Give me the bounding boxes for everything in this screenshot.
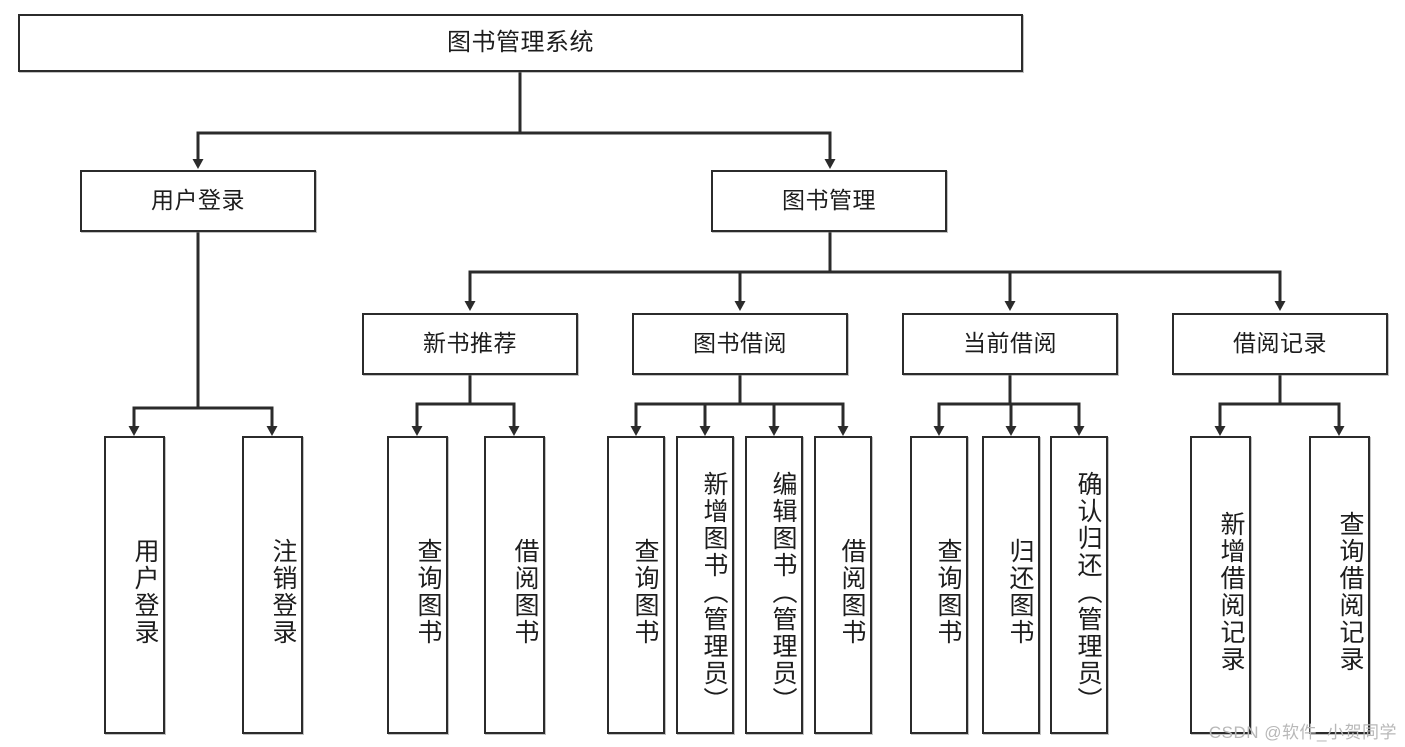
node-leaf-query-book-1[interactable]: 查询图书 (387, 436, 448, 734)
node-leaf-query-book-3[interactable]: 查询图书 (910, 436, 968, 734)
node-leaf-borrow-book-1-label: 借阅图书 (511, 538, 539, 646)
node-borrow-record[interactable]: 借阅记录 (1172, 313, 1388, 375)
node-root[interactable]: 图书管理系统 (18, 14, 1023, 72)
node-leaf-add-record-label: 新增借阅记录 (1217, 511, 1245, 673)
node-leaf-confirm-return[interactable]: 确认归还（管理员） (1050, 436, 1108, 734)
watermark: CSDN @软件_小贺同学 (1208, 723, 1397, 742)
node-new-book-rec-label: 新书推荐 (423, 330, 517, 357)
node-leaf-query-book-2-label: 查询图书 (631, 538, 659, 646)
node-leaf-add-book-label: 新增图书（管理员） (700, 470, 728, 714)
node-leaf-query-book-1-label: 查询图书 (414, 538, 442, 646)
node-leaf-query-book-2[interactable]: 查询图书 (607, 436, 665, 734)
node-leaf-return-book-label: 归还图书 (1006, 538, 1034, 646)
node-user-login[interactable]: 用户登录 (80, 170, 316, 232)
node-new-book-rec[interactable]: 新书推荐 (362, 313, 578, 375)
node-current-borrow-label: 当前借阅 (963, 330, 1057, 357)
node-leaf-confirm-return-label: 确认归还（管理员） (1074, 470, 1102, 714)
node-book-borrow-label: 图书借阅 (693, 330, 787, 357)
node-leaf-borrow-book-1[interactable]: 借阅图书 (484, 436, 545, 734)
node-user-login-label: 用户登录 (151, 187, 245, 214)
node-leaf-user-login[interactable]: 用户登录 (104, 436, 165, 734)
node-leaf-edit-book[interactable]: 编辑图书（管理员） (745, 436, 803, 734)
node-book-borrow[interactable]: 图书借阅 (632, 313, 848, 375)
node-leaf-query-record[interactable]: 查询借阅记录 (1309, 436, 1370, 734)
node-leaf-borrow-book-2[interactable]: 借阅图书 (814, 436, 872, 734)
node-borrow-record-label: 借阅记录 (1233, 330, 1327, 357)
node-leaf-edit-book-label: 编辑图书（管理员） (769, 470, 797, 714)
node-leaf-query-record-label: 查询借阅记录 (1336, 511, 1364, 673)
node-leaf-add-record[interactable]: 新增借阅记录 (1190, 436, 1251, 734)
node-root-label: 图书管理系统 (447, 28, 594, 56)
node-leaf-user-login-label: 用户登录 (131, 538, 159, 646)
node-book-manage[interactable]: 图书管理 (711, 170, 947, 232)
node-leaf-query-book-3-label: 查询图书 (934, 538, 962, 646)
node-current-borrow[interactable]: 当前借阅 (902, 313, 1118, 375)
node-leaf-logout[interactable]: 注销登录 (242, 436, 303, 734)
node-leaf-return-book[interactable]: 归还图书 (982, 436, 1040, 734)
node-leaf-logout-label: 注销登录 (269, 538, 297, 646)
node-leaf-borrow-book-2-label: 借阅图书 (838, 538, 866, 646)
node-book-manage-label: 图书管理 (782, 187, 876, 214)
node-leaf-add-book[interactable]: 新增图书（管理员） (676, 436, 734, 734)
